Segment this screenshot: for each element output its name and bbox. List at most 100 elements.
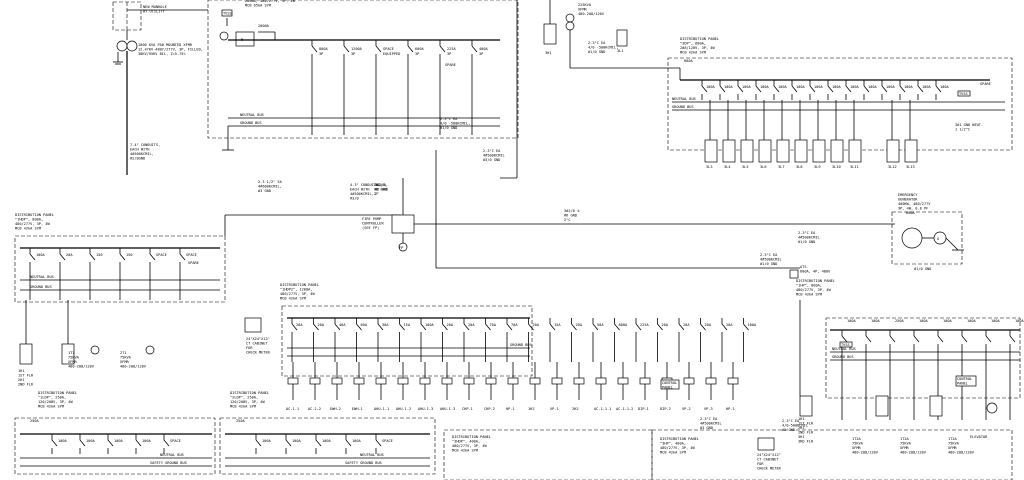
1lp-neutral-label: NEUTRAL BUS: [160, 453, 184, 457]
1hdp-breaker-rating: 20A: [66, 253, 73, 257]
top-xfmr-label: 225KVA: [578, 3, 592, 7]
fire-pump-label: CONTROLLER: [362, 222, 384, 226]
3dp-load-panel: [776, 139, 790, 163]
elevator-motor: [986, 402, 998, 414]
3hp-feed: #2 GND: [782, 428, 795, 432]
1hdp-xfmr-2: XFMR: [120, 360, 129, 364]
3hp-xfmr: 75KVA: [852, 442, 864, 446]
3dp-load-panel: [740, 139, 754, 163]
1hdp2-breaker: [485, 323, 491, 331]
1lp-breaker-rating: 100A: [114, 439, 123, 443]
generator-symbol: [933, 231, 947, 245]
1hdp-breaker: [119, 253, 126, 261]
manhole-label: NEW MANHOLE: [143, 5, 167, 9]
1hp-loads: 3H1: [798, 435, 805, 439]
panel-1h1-right: [799, 395, 813, 417]
1hdp2-breaker: [592, 323, 599, 331]
1hdp-loads: 2H1: [18, 378, 25, 382]
top-xfmr-label: 480-208/120V: [578, 12, 605, 16]
fire-pump-feed-note: #6 GND: [564, 214, 577, 218]
1hdp2-breaker: [420, 323, 427, 331]
1hdp-xfmr-1: 1T1: [68, 351, 75, 355]
1hp-breaker-rating: 100A: [991, 319, 1000, 323]
1hdp2-load-label: AC-1-1: [286, 407, 299, 411]
3dp-breaker: [935, 85, 942, 93]
feeder-breaker: [471, 45, 478, 53]
feeder-rating: 1200A: [351, 47, 363, 51]
1hdp2-breaker: [549, 323, 556, 331]
ground-bus-label: GROUND BUS: [240, 121, 262, 125]
1hp-control-label: CONTROL: [957, 377, 972, 381]
1hp-loads: 1H1: [798, 417, 805, 421]
3dp-load-panel: [704, 139, 718, 163]
2lp-breaker: [315, 439, 322, 447]
2lp-enclosure: [219, 417, 436, 475]
generator-symbol-label: G: [937, 237, 939, 241]
3hdp-title: "3HDP", 400A,: [452, 440, 480, 444]
3dp-ground-label: GROUND BUS: [672, 105, 694, 109]
1hp-breaker-rating: 100A: [871, 319, 880, 323]
1hp-neutral-label: NEUTRAL BUS: [832, 347, 856, 351]
panel-3l1-label: 3L1: [617, 49, 624, 53]
2lp-breaker: [285, 439, 292, 447]
1hdp2-breaker: [377, 323, 384, 331]
1hp-breaker: [889, 335, 896, 343]
1hdp2-load-box: [727, 377, 739, 385]
main-meter: [235, 31, 255, 47]
panel-1hdp-enclosure: [14, 235, 226, 303]
3hdp-feed: 2-3"C EA: [700, 417, 718, 421]
3dp-load-panel: [722, 139, 736, 163]
2lp-title: MCB 42kA SYM: [230, 405, 257, 409]
1hdp2-load-box: [353, 377, 365, 385]
service-conduit-note: 7-4" CONDUITS,: [130, 143, 160, 147]
3hp-xfmr-3: 1T2A: [948, 437, 957, 441]
3dp-breaker: [701, 85, 708, 93]
1hdp2-breaker-rating: 20A: [296, 323, 303, 327]
1hdp2-load-label: HP-1: [506, 407, 515, 411]
1lp-main: 250A: [30, 419, 39, 423]
1hdp2-breaker: [442, 323, 448, 331]
1hdp2-breaker-rating: 15A: [404, 323, 411, 327]
feeder-note-1: #3 GND: [258, 189, 271, 193]
1hdp2-load-box: [705, 377, 717, 385]
1lp-title: 120/208V, 3P, 4W: [38, 400, 73, 404]
1hdp-breaker: [29, 253, 36, 261]
fire-pump-motor: [398, 242, 408, 252]
3dp-load-panel: [848, 139, 862, 163]
panel-1hdp-title: "1HDP", 800A,: [15, 218, 43, 222]
1lp-breaker: [79, 439, 86, 447]
3hdp-ct-cabinet: [757, 437, 775, 451]
3dp-load-panel: [904, 139, 918, 163]
3hp-xfmr-2: XFMR: [900, 446, 909, 450]
1lp-title: MCB 42kA SYM: [38, 405, 65, 409]
1lp-breaker: [135, 439, 142, 447]
1hdp-xfmr-1: XFMR: [68, 360, 77, 364]
panel-3dp-title: MCB 42kA SYM: [680, 51, 707, 55]
2lp-title: 120/208V, 3P, 4W: [230, 400, 265, 404]
feeder-note-4: 4#500KCMIL: [483, 154, 505, 158]
3dp-load-label: 3L11: [850, 165, 859, 169]
3dp-breaker-rating: 100A: [778, 85, 787, 89]
1hdp2-load-label: VP-3: [704, 407, 713, 411]
1lp-breaker: [107, 439, 114, 447]
ats-feed-note: #1/0 GND: [760, 262, 777, 266]
ct-cabinet-label: CHECK METER: [246, 351, 271, 355]
3hdp-ct-label: CHECK METER: [757, 467, 782, 471]
ct-cabinet-label: 24"X24"X12": [246, 337, 270, 341]
1hp-loads: 2H1: [798, 426, 805, 430]
3dp-load-label: 3L7: [778, 165, 785, 169]
3hp-title: "3HP", 400A,: [660, 442, 686, 446]
1lp-safety-label: SAFETY GROUND BUS: [150, 461, 187, 465]
tvss-label: TVSS: [223, 12, 232, 16]
1hdp2-load-label: DIP-2: [660, 407, 671, 411]
1hdp-breaker-rating: 150: [96, 253, 103, 257]
utility-xfmr-primary: [116, 40, 128, 52]
1hdp2-ground-label: GROUND BUS: [510, 343, 532, 347]
1hp-breaker: [985, 335, 992, 343]
1hdp-breaker: [179, 253, 186, 261]
1hp-breaker-rating: 100A: [847, 319, 856, 323]
panel-1h1: [19, 343, 33, 365]
swbd-spare: SPARE: [445, 63, 456, 67]
generator-breaker: 600A: [906, 211, 915, 215]
1hdp-xfmr-1: 480-208/120V: [68, 365, 95, 369]
